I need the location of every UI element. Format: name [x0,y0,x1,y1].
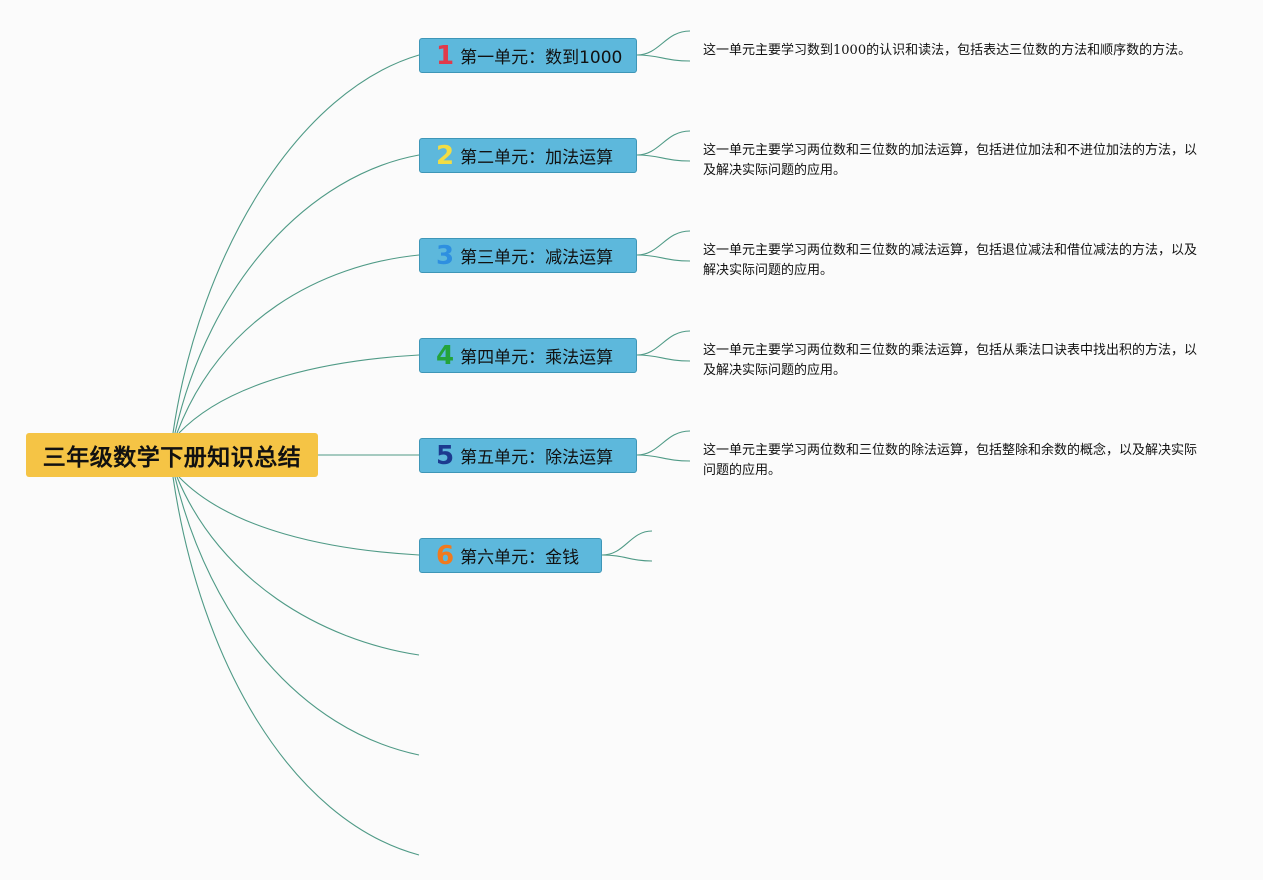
number-2-icon: 2 [436,140,455,171]
connector-root-empty-1 [176,476,420,656]
connector-unit-1-branch-bottom [636,54,691,62]
connector-root-unit-2 [174,154,420,434]
connector-root-empty-2 [174,476,420,756]
unit-node-2[interactable]: 2 第二单元：加法运算 [419,138,637,173]
connector-unit-3-branch-top [636,230,691,256]
unit-description-4[interactable]: 这一单元主要学习两位数和三位数的乘法运算，包括从乘法口诀表中找出积的方法，以及解… [703,343,1198,378]
connector-unit-6-branch-top [601,530,653,556]
connector-root-unit-6 [178,476,420,556]
connector-root-unit-1 [172,54,420,434]
connector-unit-5-branch-top [636,430,691,456]
unit-node-5[interactable]: 5 第五单元：除法运算 [419,438,637,473]
connector-unit-3-branch-bottom [636,254,691,262]
connector-root-empty-3 [172,476,420,856]
unit-description-2[interactable]: 这一单元主要学习两位数和三位数的加法运算，包括进位加法和不进位加法的方法，以及解… [703,143,1198,178]
connector-unit-2-branch-bottom [636,154,691,162]
unit-title: 第三单元：减法运算 [460,248,614,268]
unit-node-4[interactable]: 4 第四单元：乘法运算 [419,338,637,373]
unit-title: 第五单元：除法运算 [460,448,614,468]
number-4-icon: 4 [436,340,455,371]
connector-root-unit-3 [176,254,420,434]
number-5-icon: 5 [436,440,455,471]
root-node[interactable]: 三年级数学下册知识总结 [26,433,318,477]
unit-node-6[interactable]: 6 第六单元：金钱 [419,538,602,573]
unit-title: 第六单元：金钱 [460,548,580,568]
root-title: 三年级数学下册知识总结 [42,445,302,471]
unit-node-3[interactable]: 3 第三单元：减法运算 [419,238,637,273]
number-1-icon: 1 [436,40,455,71]
number-6-icon: 6 [436,540,455,571]
unit-description-1[interactable]: 这一单元主要学习数到1000的认识和读法，包括表达三位数的方法和顺序数的方法。 [703,43,1192,58]
connector-unit-4-branch-top [636,330,691,356]
connector-unit-5-branch-bottom [636,454,691,462]
connector-root-unit-4 [178,354,420,434]
unit-node-1[interactable]: 1 第一单元：数到1000 [419,38,637,73]
number-3-icon: 3 [436,240,455,271]
connector-unit-1-branch-top [636,30,691,56]
unit-description-5[interactable]: 这一单元主要学习两位数和三位数的除法运算，包括整除和余数的概念，以及解决实际问题… [703,443,1198,478]
connector-unit-4-branch-bottom [636,354,691,362]
unit-title: 第二单元：加法运算 [460,148,614,168]
unit-title: 第一单元：数到1000 [460,48,623,68]
unit-title: 第四单元：乘法运算 [460,348,614,368]
connector-unit-2-branch-top [636,130,691,156]
unit-description-3[interactable]: 这一单元主要学习两位数和三位数的减法运算，包括退位减法和借位减法的方法，以及解决… [703,243,1198,278]
connector-unit-6-branch-bottom [601,554,653,562]
